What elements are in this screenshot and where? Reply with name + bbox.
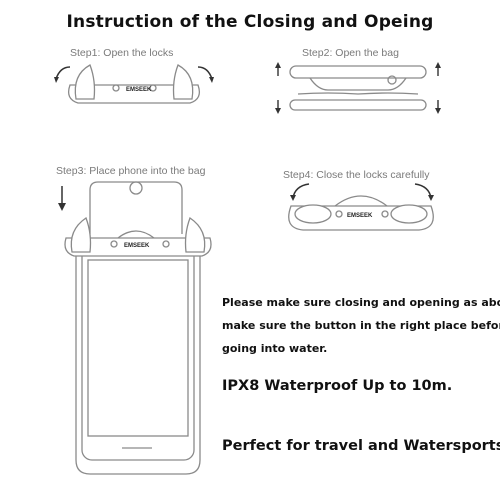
lanyard-hole — [129, 181, 143, 195]
button-dot — [149, 84, 157, 92]
lock-bar — [67, 84, 201, 104]
phone-top — [89, 181, 183, 234]
arrow-down-icon — [58, 186, 66, 211]
button-dot — [110, 240, 118, 248]
step1-label: Step1: Open the locks — [70, 47, 174, 59]
brand-text: EMSEEK — [347, 213, 373, 219]
right-lock-open — [184, 217, 206, 253]
arrow-down-icon — [435, 100, 441, 114]
arrow-up-icon — [275, 62, 281, 76]
instruction-note-line: going into water. — [222, 342, 328, 355]
button-dot — [381, 210, 389, 218]
step1-illustration: EMSEEK — [54, 64, 214, 104]
left-lock-closed — [294, 204, 332, 224]
usage-tagline: Perfect for travel and Watersports. — [222, 438, 500, 454]
lock-bar — [288, 205, 434, 231]
bag-opening — [309, 77, 407, 91]
button-dot — [335, 210, 343, 218]
lock-bar — [64, 237, 212, 257]
phone-body — [81, 239, 195, 461]
center-clip — [117, 230, 155, 239]
top-bar — [289, 65, 427, 79]
step3-illustration: EMSEEK — [58, 181, 212, 475]
phone-screen — [87, 259, 189, 437]
button-dot — [112, 84, 120, 92]
right-lock-closed — [390, 204, 428, 224]
left-lock-open — [74, 64, 96, 100]
arrow-up-icon — [435, 62, 441, 76]
step2-label: Step2: Open the bag — [302, 47, 399, 59]
step3-label: Step3: Place phone into the bag — [56, 165, 206, 177]
instruction-note-line: Please make sure closing and opening as … — [222, 296, 500, 309]
waterproof-rating: IPX8 Waterproof Up to 10m. — [222, 378, 453, 394]
brand-text: EMSEEK — [126, 87, 152, 93]
bag-body — [75, 236, 201, 475]
right-lock-open — [172, 64, 194, 100]
step4-illustration: EMSEEK — [288, 183, 434, 231]
page-title: Instruction of the Closing and Opeing — [66, 12, 434, 32]
brand-text: EMSEEK — [124, 243, 150, 249]
step2-illustration — [275, 62, 441, 114]
button-dot — [162, 240, 170, 248]
lock-knob — [387, 75, 397, 85]
arrow-down-icon — [275, 100, 281, 114]
rotate-arrow-left-icon — [290, 183, 310, 201]
rotate-arrow-right-icon — [197, 66, 214, 83]
bag-edge — [297, 92, 419, 95]
rotate-arrow-right-icon — [414, 183, 434, 201]
center-clip — [334, 195, 388, 207]
left-lock-open — [70, 217, 92, 253]
instruction-note-line: make sure the button in the right place … — [222, 319, 500, 332]
bottom-bar — [289, 99, 427, 111]
rotate-arrow-left-icon — [54, 66, 71, 83]
step4-label: Step4: Close the locks carefully — [283, 169, 430, 181]
